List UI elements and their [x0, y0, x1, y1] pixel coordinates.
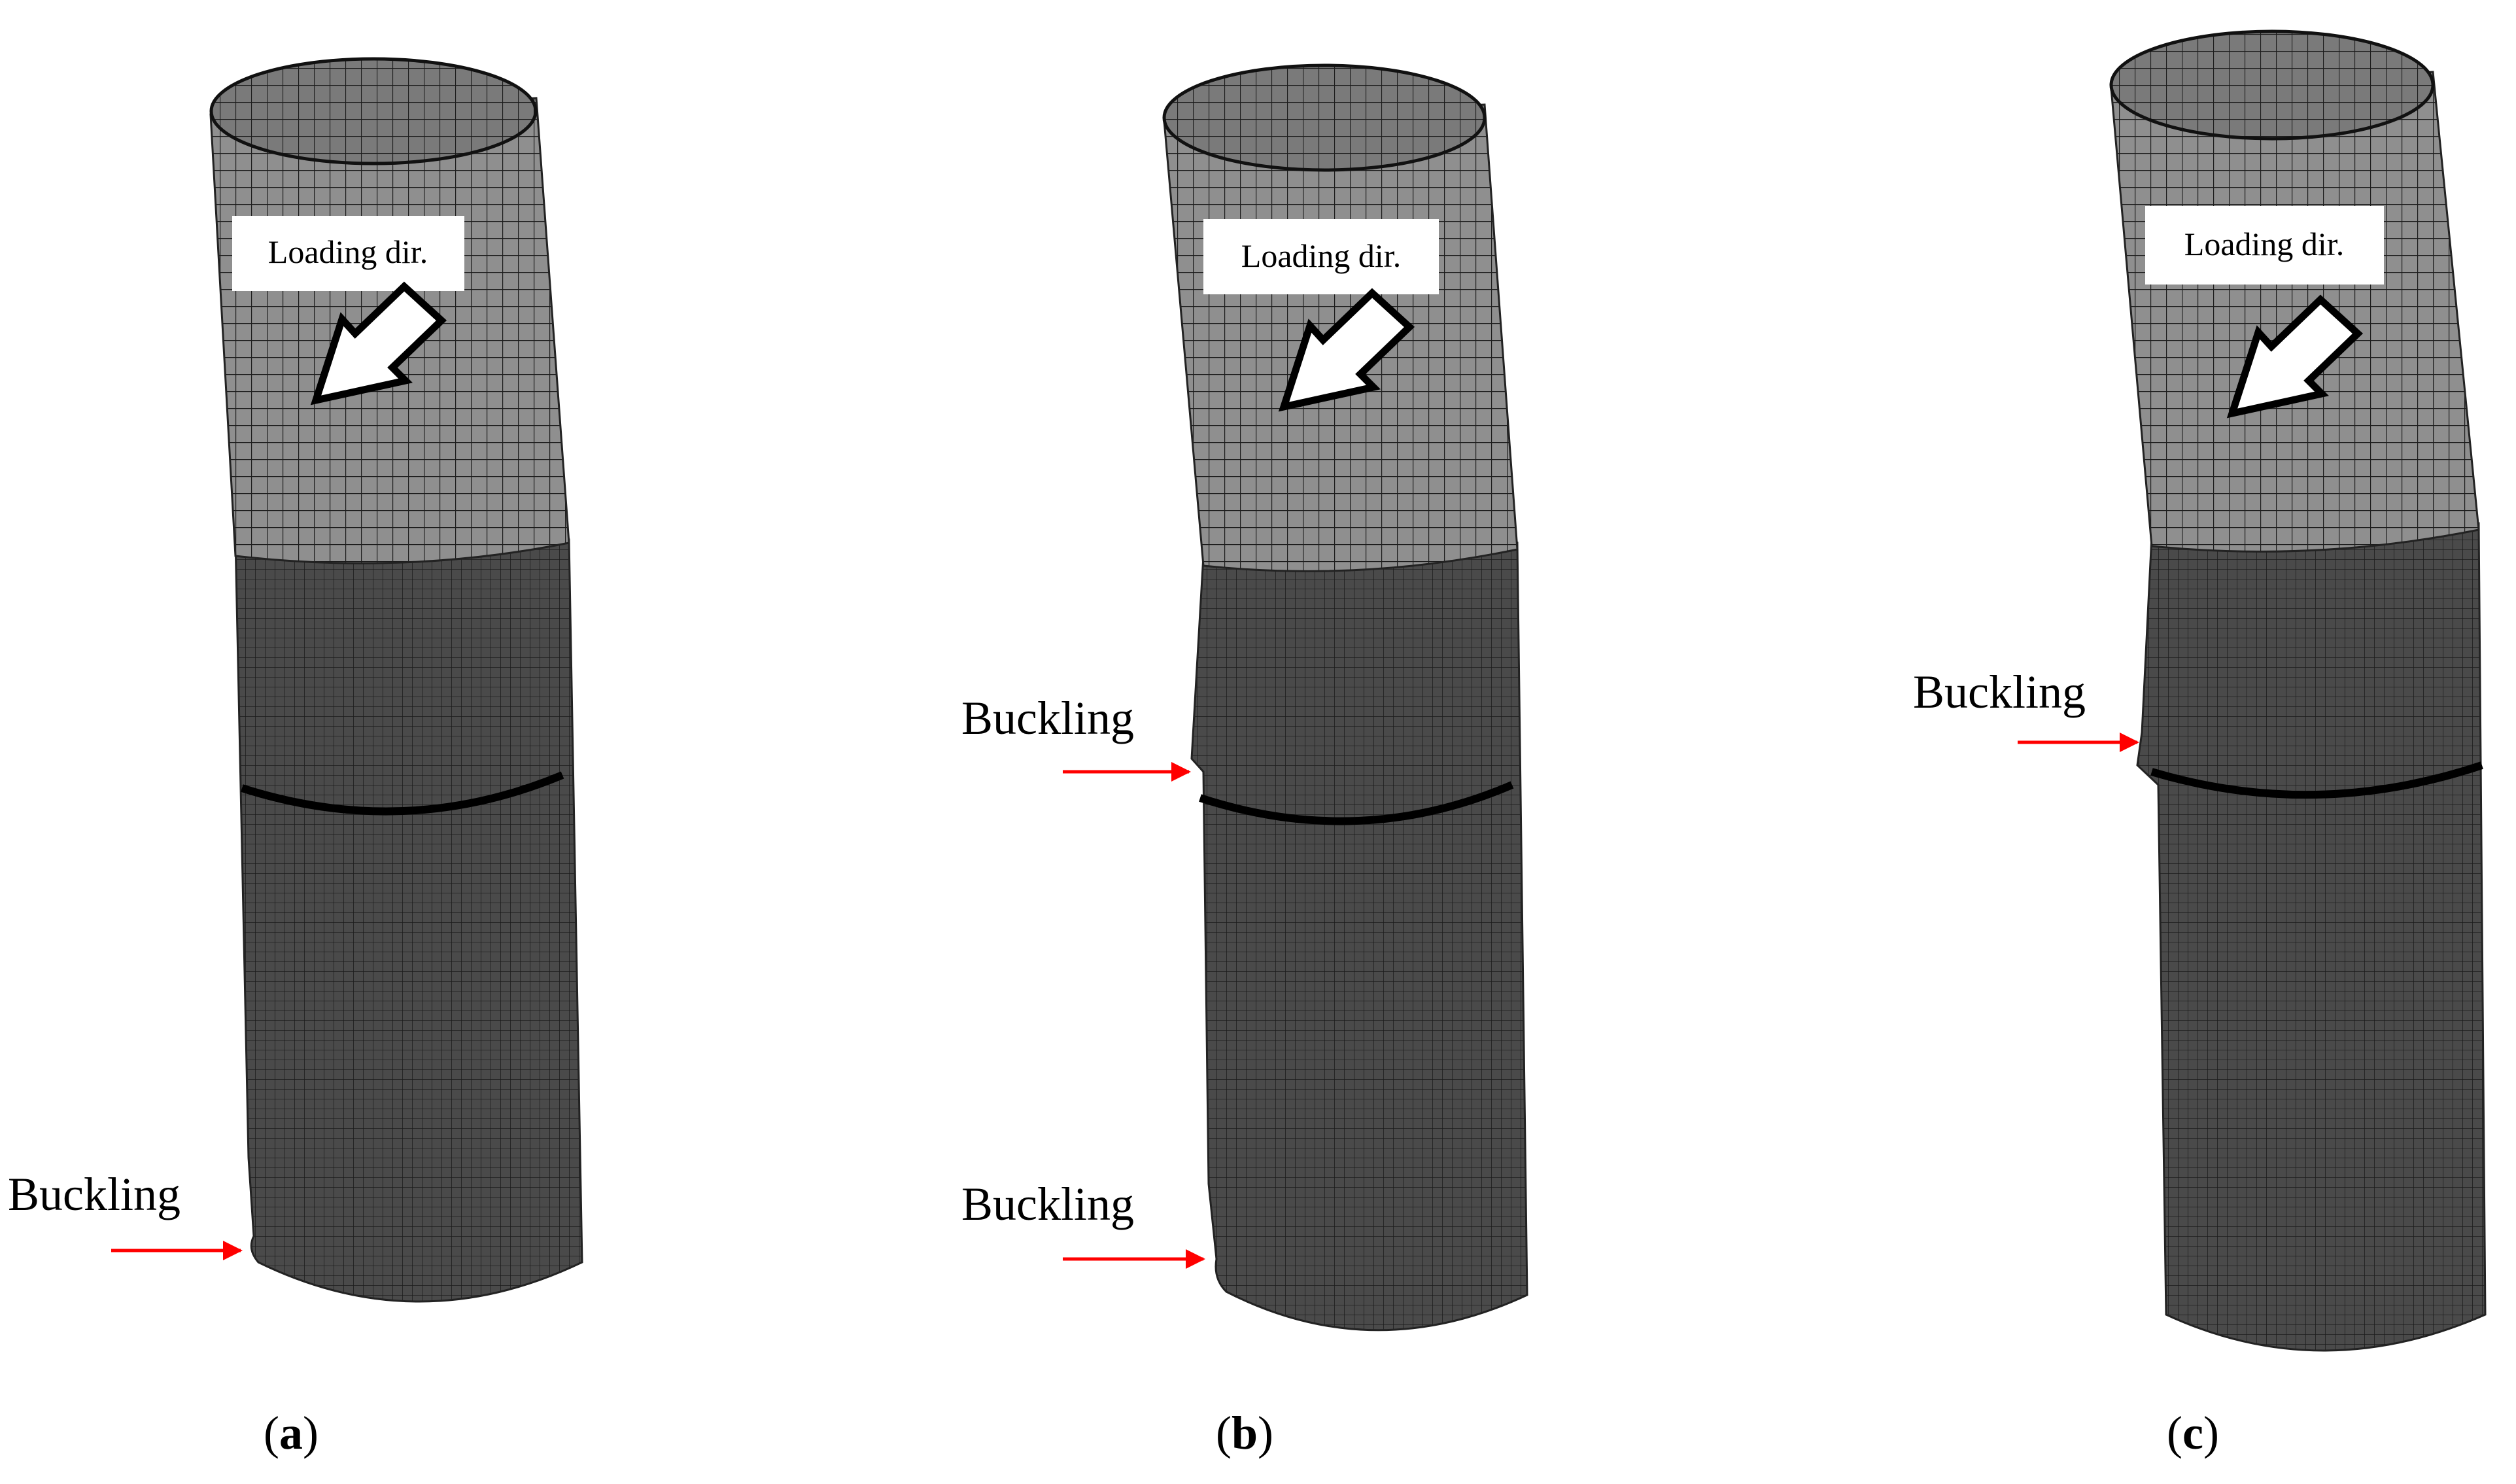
loading-direction-arrow	[2226, 294, 2364, 419]
loading-label-box	[232, 216, 464, 291]
panel-c: Loading dir. Buckling (c)	[1913, 29, 2487, 1459]
loading-label: Loading dir.	[268, 233, 428, 270]
tube-top-opening	[2109, 29, 2435, 141]
tube-upper-section	[2110, 71, 2480, 553]
tube-lower-section	[1190, 542, 1528, 1332]
panel-b: Loading dir. Buckling Buckling (b)	[961, 63, 1528, 1459]
loading-label-box	[1203, 219, 1439, 294]
loading-label: Loading dir.	[2184, 226, 2344, 262]
panel-caption: (c)	[2167, 1407, 2219, 1459]
weld-seam	[241, 771, 564, 816]
buckling-label: Buckling	[961, 692, 1134, 744]
panel-a: Loading dir. Buckling (a)	[8, 57, 583, 1459]
loading-direction-arrow	[310, 281, 447, 406]
tube-lower-section	[2136, 522, 2487, 1352]
weld-seam	[2150, 761, 2483, 799]
loading-label: Loading dir.	[1241, 237, 1401, 274]
tube-top-opening	[209, 57, 538, 165]
loading-label-box	[2145, 206, 2384, 285]
loading-direction-arrow	[1278, 288, 1415, 412]
tube-lower-section	[234, 538, 583, 1303]
buckling-label: Buckling	[1913, 666, 2086, 718]
weld-seam	[1199, 781, 1514, 825]
tube-top-opening	[1162, 63, 1487, 172]
panel-caption: (a)	[264, 1407, 319, 1459]
buckling-label: Buckling	[8, 1168, 181, 1220]
panel-caption: (b)	[1216, 1407, 1273, 1459]
buckling-label: Buckling	[961, 1178, 1134, 1230]
